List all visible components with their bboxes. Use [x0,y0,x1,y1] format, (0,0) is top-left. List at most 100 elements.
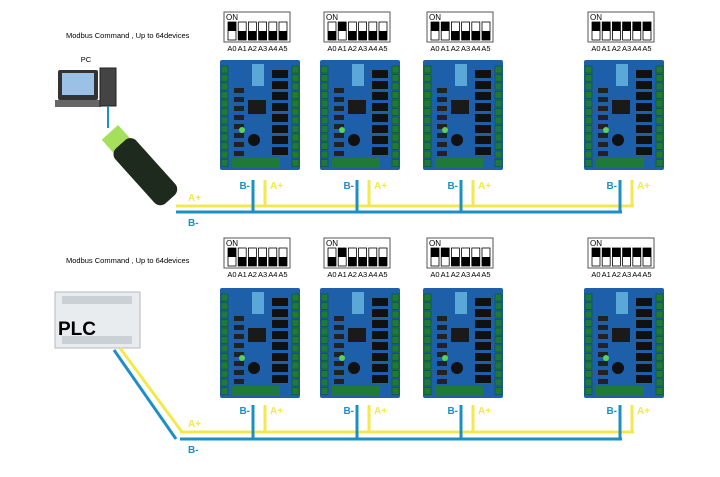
terminal-screw-left [220,361,229,370]
terminal-screw-left [220,125,229,133]
terminal-screw-left [423,378,432,387]
component [598,343,608,348]
dip-switch-on [612,22,621,31]
dip-address-label: A5 [481,44,490,53]
dip-address-label: A1 [441,44,450,53]
capacitor [451,134,463,146]
microcontroller-chip [451,100,469,114]
terminal-screw-right [291,142,300,150]
terminal-screw-right [494,344,503,353]
terminal-screw-left [584,344,593,353]
relay-chip [272,70,288,78]
relay-chip [272,147,288,155]
terminal-screw-left [320,99,329,108]
relay-chip [272,353,288,361]
terminal-screw-left [220,150,229,159]
terminal-screw-left [320,116,329,125]
component [234,106,244,111]
microcontroller-chip [612,100,630,114]
dip-switch-off [482,31,490,40]
relay-chip [636,81,652,89]
dip-address-label: A4 [268,270,277,279]
component [334,352,344,357]
terminal-screw-right [391,302,400,310]
terminal-screw-left [423,293,432,302]
terminal-screw-left [320,108,329,116]
component [234,97,244,102]
dip-address-label: A3 [461,44,470,53]
dip-address-label: A2 [451,44,460,53]
dip-address-label: A2 [451,270,460,279]
dip-switch-off [451,31,460,40]
terminal-screw-left [584,387,593,395]
component [437,133,447,138]
terminal-screw-right [655,387,664,395]
dip-address-label: A5 [278,270,287,279]
relay-chip [636,331,652,339]
terminal-screw-left [220,99,229,108]
dip-switch-on [643,248,651,257]
terminal-screw-right [655,133,664,142]
terminal-screw-left [423,142,432,150]
relay-chip [636,70,652,78]
terminal-screw-left [423,327,432,336]
terminal-screw-right [494,150,503,159]
relay-chip [272,320,288,328]
terminal-screw-right [291,65,300,74]
terminal-screw-left [320,150,329,159]
terminal-screw-right [494,327,503,336]
terminal-screw-right [291,370,300,378]
terminal-screw-left [220,310,229,319]
component [234,343,244,348]
terminal-screw-left [423,302,432,310]
power-terminal [435,158,483,168]
relay-chip [272,375,288,383]
terminal-screw-left [220,387,229,395]
terminal-screw-right [391,387,400,395]
terminal-screw-right [655,125,664,133]
terminal-screw-right [291,159,300,167]
dip-switch-block [252,64,264,86]
relay-chip [475,81,491,89]
component [437,88,447,93]
terminal-screw-right [655,327,664,336]
terminal-screw-left [423,310,432,319]
relay-chip [475,353,491,361]
component [334,334,344,339]
terminal-screw-right [391,65,400,74]
dip-switch-off [368,31,377,40]
relay-chip [475,375,491,383]
section-plc: Modbus Command , Up to 64devicesPLCA+B-O… [54,237,664,456]
terminal-screw-left [220,133,229,142]
led [442,127,448,133]
a-plus-label: A+ [478,181,491,192]
dip-switch-off [451,257,460,266]
terminal-screw-right [291,361,300,370]
dip-address-label: A2 [612,44,621,53]
dip-switch-on [622,22,631,31]
plc-terminal-strip [62,336,132,344]
terminal-screw-right [291,125,300,133]
relay-chip [372,125,388,133]
terminal-screw-left [320,327,329,336]
adapter-body [113,138,178,206]
terminal-screw-left [320,125,329,133]
terminal-screw-left [584,353,593,361]
relay-chip [272,342,288,350]
dip-switch-block [252,292,264,314]
dip-address-label: A5 [278,44,287,53]
dip-address-label: A0 [430,44,439,53]
section-pc: Modbus Command , Up to 64devicesPCA+B-ON… [55,11,664,229]
component [334,115,344,120]
terminal-screw-right [391,370,400,378]
dip-switch-on [602,22,611,31]
terminal-screw-left [220,82,229,91]
terminal-screw-right [291,133,300,142]
led [339,127,345,133]
dip-address-label: A4 [471,270,480,279]
dip-switch-block [616,64,628,86]
dip-address-label: A1 [338,44,347,53]
